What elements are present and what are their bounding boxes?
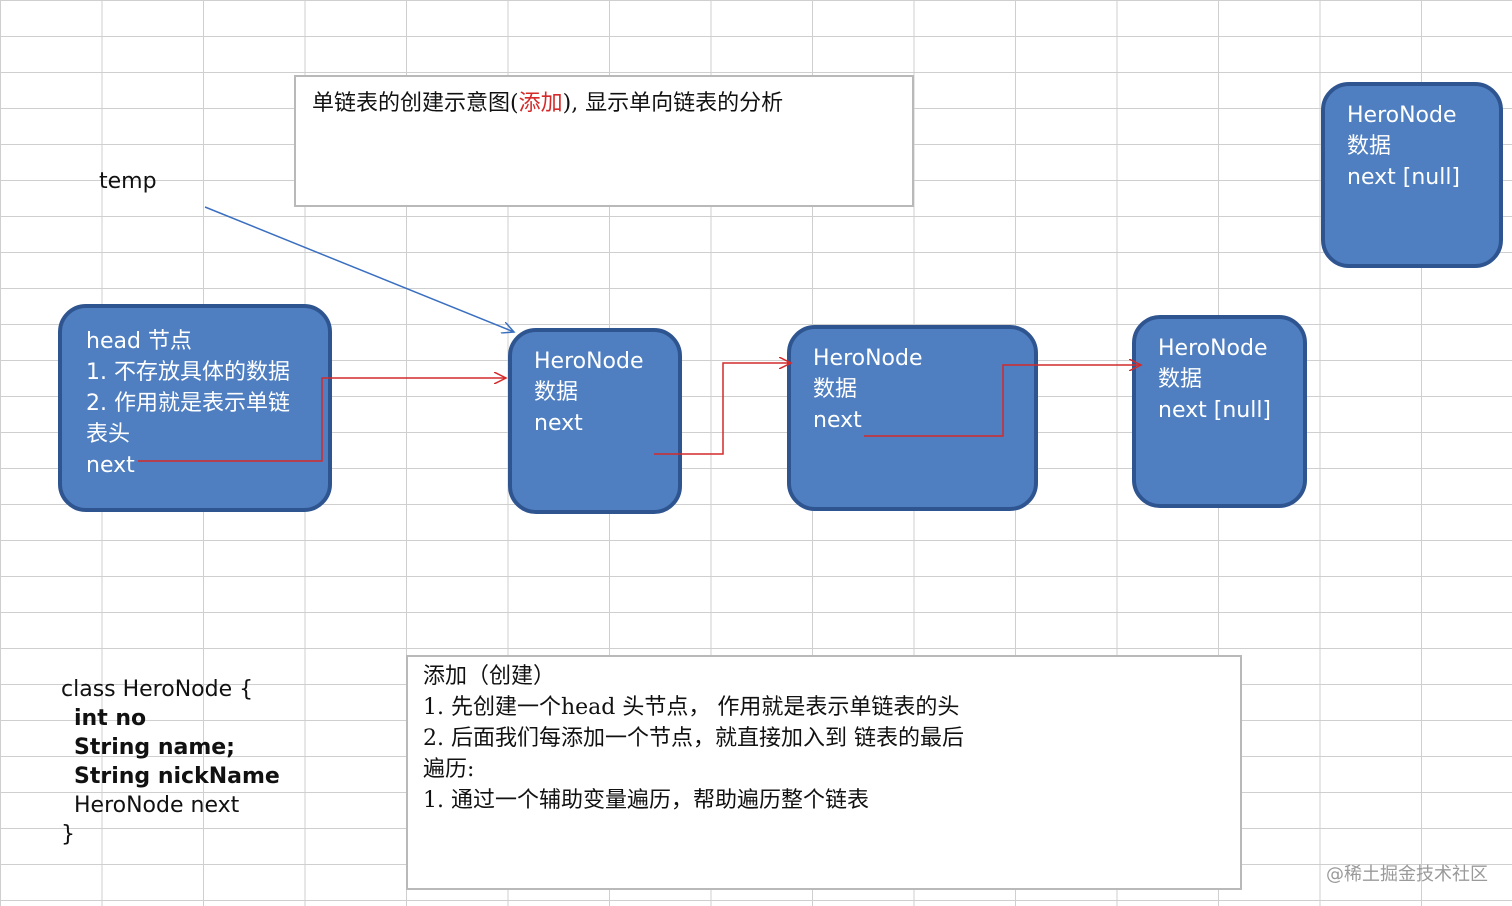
temp-label: temp — [99, 169, 157, 194]
hero-node-1-title: HeroNode — [534, 349, 644, 374]
hero-node-1-next: next — [534, 411, 583, 436]
head-node-title: head 节点 — [86, 329, 192, 354]
hero-node-2-title: HeroNode — [813, 346, 923, 371]
head-node: head 节点 1. 不存放具体的数据 2. 作用就是表示单链 表头 next — [58, 304, 332, 512]
notes-line: 2. 后面我们每添加一个节点，就直接加入到 链表的最后 — [423, 726, 964, 751]
title-text-highlight: 添加 — [518, 91, 563, 116]
class-code-line: class HeroNode { — [61, 677, 254, 702]
head-node-line-3: 表头 — [86, 422, 131, 447]
head-node-next: next — [86, 453, 135, 478]
notes-line: 遍历: — [423, 757, 475, 782]
hero-node-2-next: next — [813, 408, 862, 433]
class-code-line: } — [61, 822, 75, 847]
temp-arrow — [204, 206, 514, 332]
notes-box: 添加（创建） 1. 先创建一个head 头节点， 作用就是表示单链表的头 2. … — [406, 655, 1242, 890]
class-code-line: HeroNode next — [74, 793, 240, 818]
watermark: @稀土掘金技术社区 — [1326, 864, 1488, 885]
node1-next-link — [654, 363, 791, 455]
hero-node-3-title: HeroNode — [1158, 336, 1268, 361]
class-code-line: int no — [74, 706, 147, 731]
class-code-line: String name; — [74, 735, 235, 760]
hero-node-new: HeroNode 数据 next [null] — [1321, 82, 1503, 268]
notes-line: 添加（创建） — [423, 664, 556, 689]
head-node-line-2: 2. 作用就是表示单链 — [86, 391, 290, 416]
hero-node-2: HeroNode 数据 next — [787, 325, 1038, 511]
notes-line: 1. 先创建一个head 头节点， 作用就是表示单链表的头 — [423, 695, 960, 720]
hero-node-3-next: next [null] — [1158, 398, 1272, 423]
hero-node-1-data: 数据 — [534, 380, 579, 405]
hero-node-3-data: 数据 — [1158, 367, 1203, 392]
node2-next-link — [864, 365, 1141, 437]
title-box: 单链表的创建示意图(添加), 显示单向链表的分析 — [294, 75, 914, 207]
notes-line: 1. 通过一个辅助变量遍历，帮助遍历整个链表 — [423, 788, 869, 813]
hero-node-new-data: 数据 — [1347, 134, 1392, 159]
head-node-line-1: 1. 不存放具体的数据 — [86, 360, 290, 385]
hero-node-2-data: 数据 — [813, 377, 858, 402]
title-text-suffix: ), 显示单向链表的分析 — [562, 91, 784, 116]
class-code-line: String nickName — [74, 764, 280, 789]
head-next-link — [138, 378, 506, 462]
title-text-prefix: 单链表的创建示意图( — [312, 91, 519, 116]
hero-node-new-next: next [null] — [1347, 165, 1461, 190]
hero-node-new-title: HeroNode — [1347, 103, 1457, 128]
hero-node-1: HeroNode 数据 next — [508, 328, 682, 514]
hero-node-3: HeroNode 数据 next [null] — [1132, 315, 1307, 508]
class-code: class HeroNode { int no String name; Str… — [61, 675, 280, 849]
